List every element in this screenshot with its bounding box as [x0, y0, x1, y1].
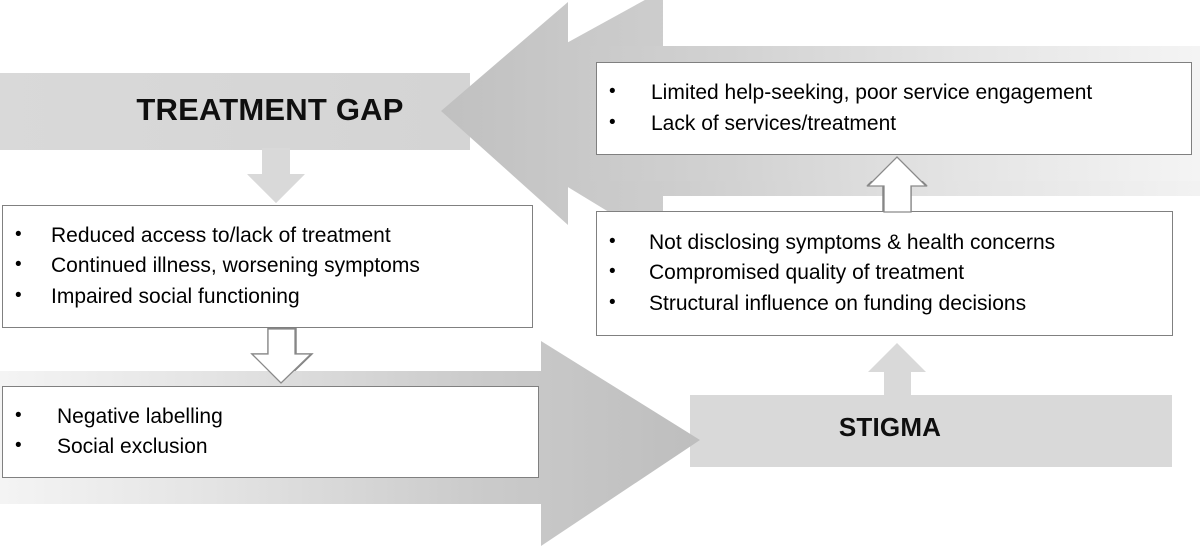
bullet-icon: • — [609, 291, 616, 313]
list-item-label: Social exclusion — [57, 435, 208, 458]
list-item-label: Not disclosing symptoms & health concern… — [649, 231, 1056, 255]
bullet-icon: • — [15, 284, 22, 306]
list-item: • Compromised quality of treatment — [609, 258, 1162, 288]
bullet-icon: • — [609, 81, 616, 103]
bullet-icon: • — [15, 254, 22, 276]
big-right-arrow-shape — [0, 349, 541, 370]
bullet-icon: • — [15, 404, 22, 426]
box-consequences: • Reduced access to/lack of treatment • … — [2, 205, 533, 328]
bullet-icon: • — [609, 111, 616, 133]
list-item: • Impaired social functioning — [15, 282, 522, 312]
list-item: • Not disclosing symptoms & health conce… — [609, 228, 1162, 258]
box-help-seeking: • Limited help-seeking, poor service eng… — [596, 62, 1192, 155]
list-item-label: Structural influence on funding decision… — [649, 291, 1027, 315]
list-item-label: Continued illness, worsening symptoms — [51, 254, 420, 278]
bullet-icon: • — [15, 435, 22, 456]
big-right-arrow-final — [0, 344, 540, 373]
stigma-banner — [690, 395, 1172, 467]
list-item: • Continued illness, worsening symptoms — [15, 251, 522, 281]
big-right-arrow — [0, 343, 539, 373]
list-item: • Structural influence on funding decisi… — [609, 289, 1162, 319]
list-item: • Negative labelling — [15, 402, 528, 432]
list-item-label: Limited help-seeking, poor service engag… — [651, 81, 1093, 105]
bullet-icon: • — [609, 231, 616, 253]
list-item: • Limited help-seeking, poor service eng… — [609, 78, 1181, 108]
big-right-arrow-body — [0, 349, 540, 372]
list-item-label: Impaired social functioning — [51, 284, 300, 308]
list-item-label: Lack of services/treatment — [651, 111, 897, 135]
box-disclosure: • Not disclosing symptoms & health conce… — [596, 211, 1173, 336]
list-item-label: Negative labelling — [57, 404, 223, 428]
list-item-label: Compromised quality of treatment — [649, 261, 965, 285]
treatment-gap-banner — [0, 73, 470, 150]
list-item: • Lack of services/treatment — [609, 109, 1181, 139]
stigma-title: STIGMA — [838, 412, 942, 442]
list-item-label: Reduced access to/lack of treatment — [51, 224, 391, 248]
list-item: • Reduced access to/lack of treatment — [15, 221, 522, 251]
box-labels: • Negative labelling • Social exclusion — [2, 386, 539, 478]
bullet-icon: • — [609, 261, 616, 283]
treatment-gap-title: TREATMENT GAP — [136, 92, 404, 127]
list-item: • Social exclusion — [15, 432, 528, 462]
bullet-icon: • — [15, 224, 22, 246]
